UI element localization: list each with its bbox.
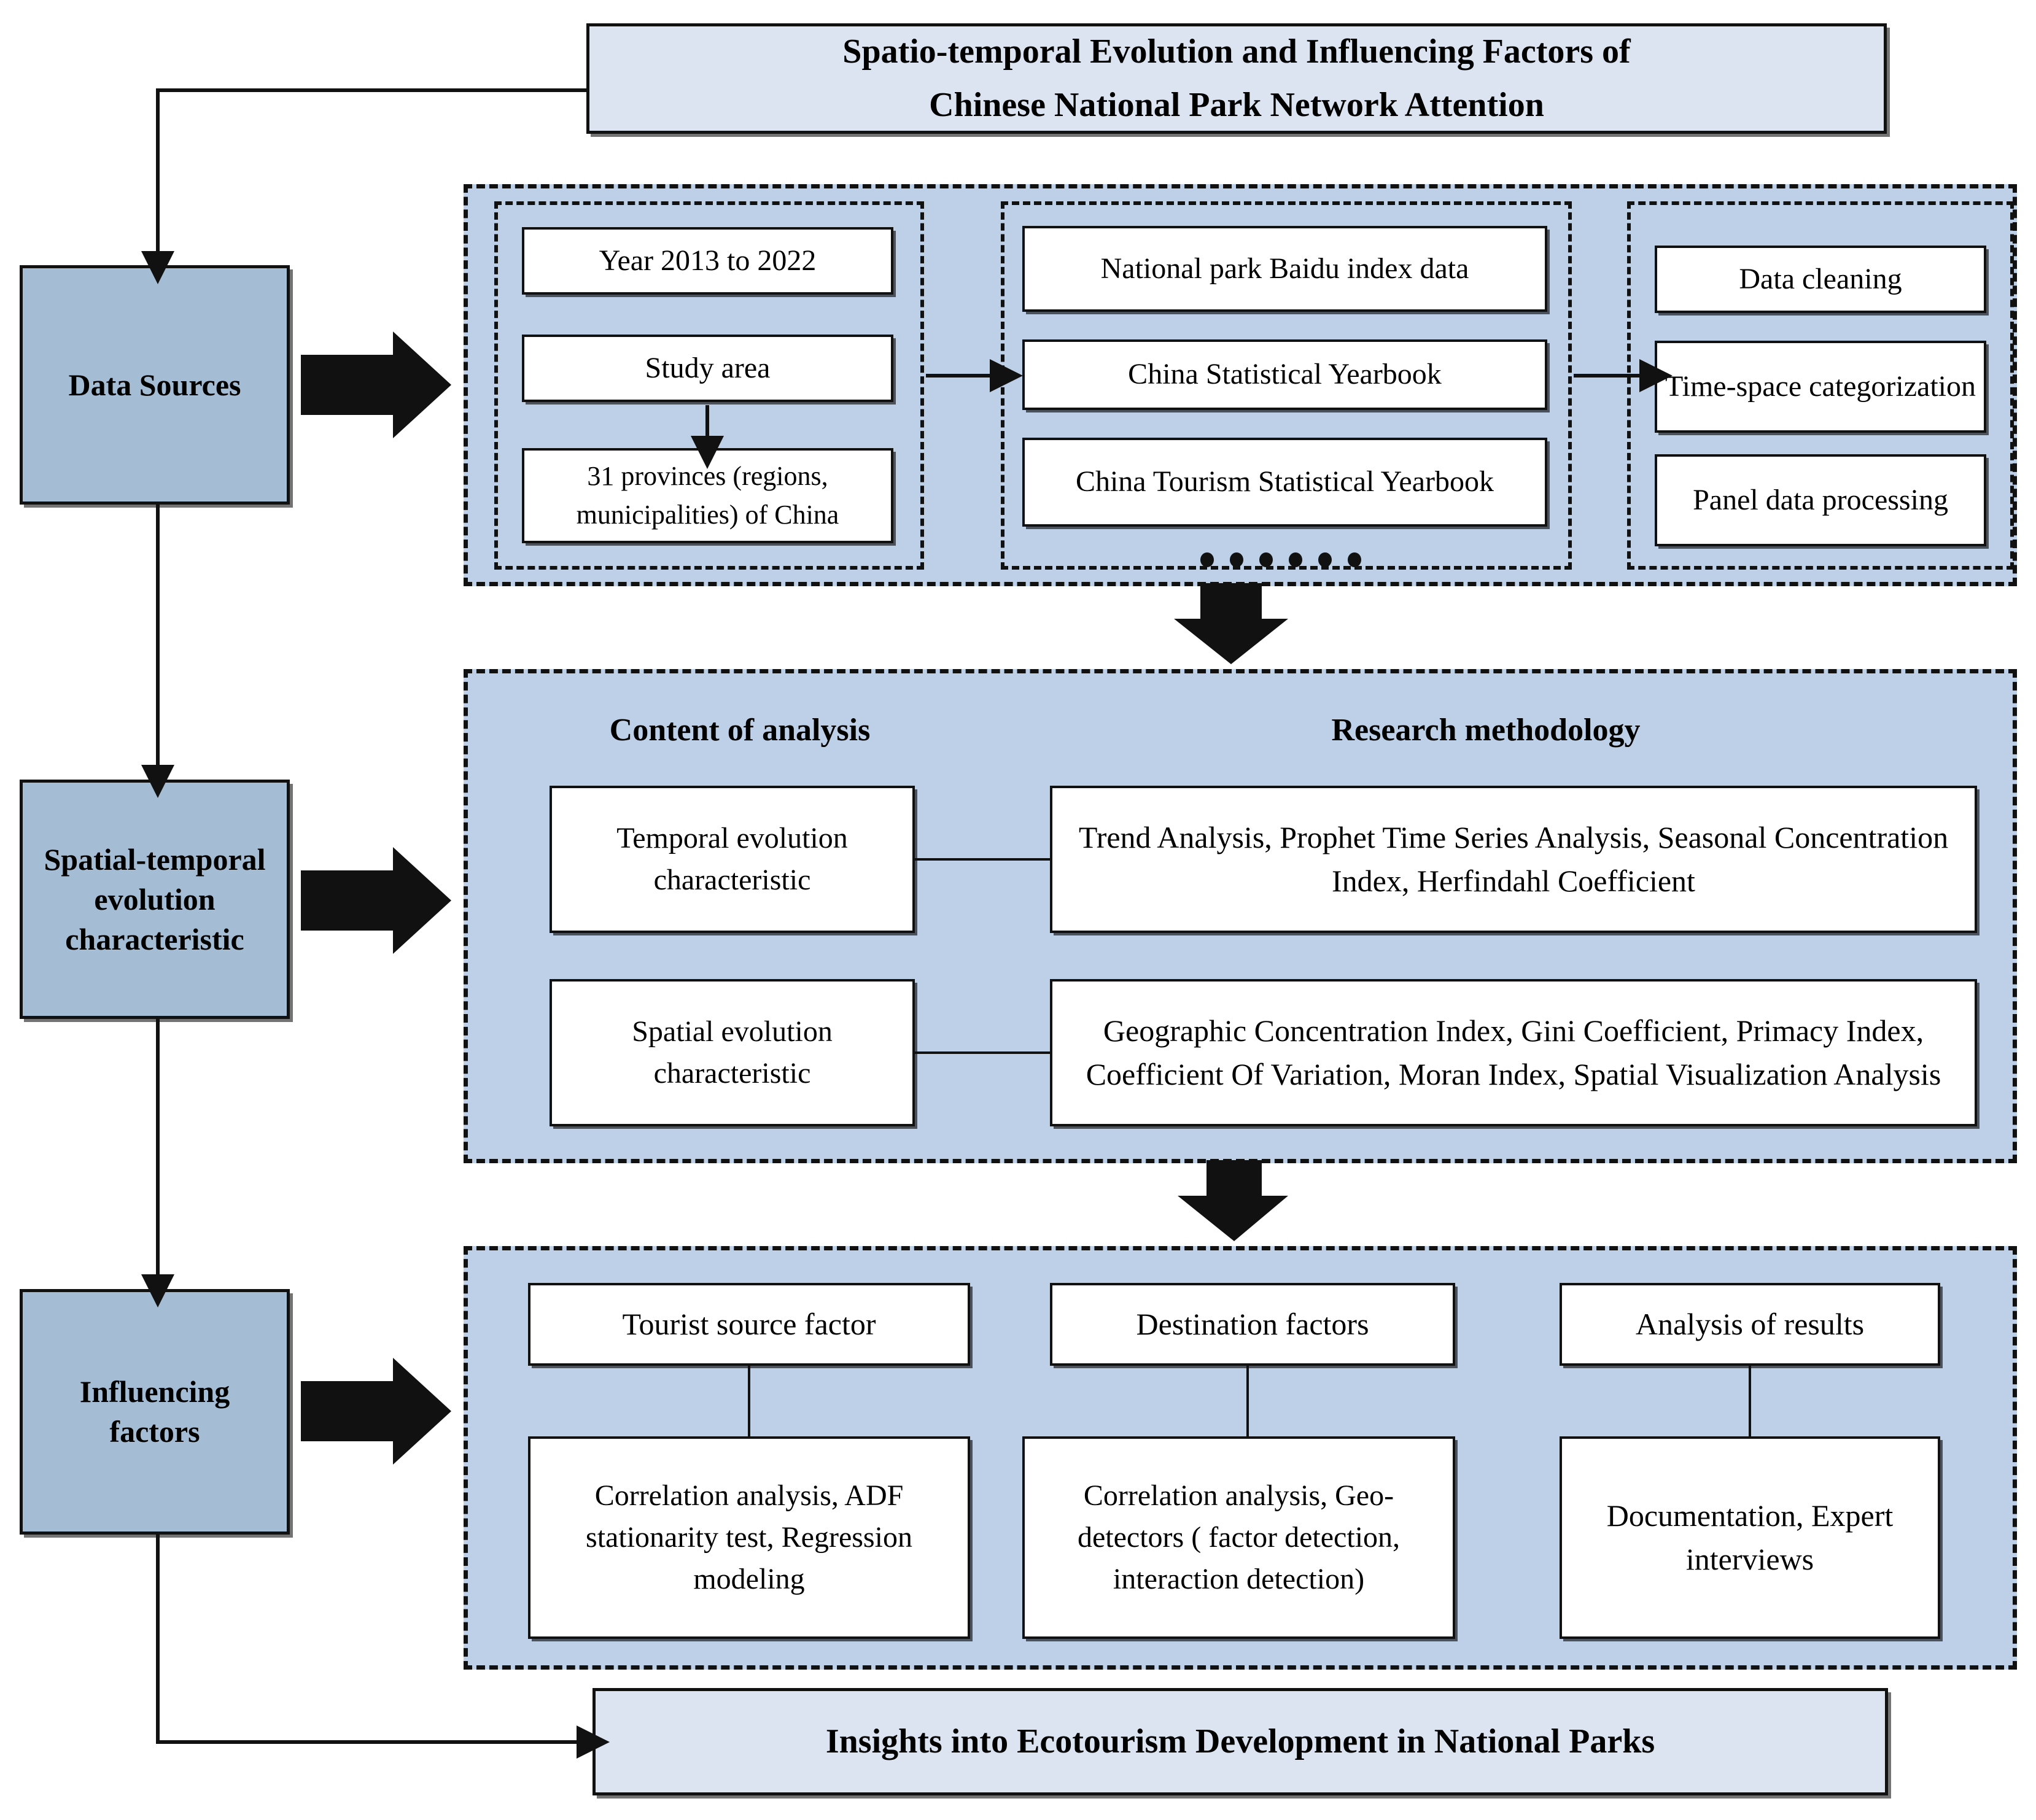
ellipsis-dots [1200,552,1361,567]
box-label: Tourist source factor [622,1307,876,1341]
block-arrow-influencing [301,1358,451,1465]
box-label: Geographic Concentration Index, Gini Coe… [1086,1013,1941,1091]
box-label: National park Baidu index data [1100,252,1469,285]
box-label: China Statistical Yearbook [1128,358,1442,391]
title-line-1: Spatio-temporal Evolution and Influencin… [842,33,1631,71]
box-provinces[interactable]: 31 provinces (regions, municipalities) o… [522,448,893,543]
box-label: China Tourism Statistical Yearbook [1075,465,1494,498]
box-study-area[interactable]: Study area [522,335,893,402]
stage-label-spatial-temporal: Spatial-temporal evolution characteristi… [44,842,266,956]
box-label: Spatial evolution characteristic [632,1015,833,1090]
box-label: Study area [645,351,771,384]
heading-research-methodology: Research methodology [1331,713,1641,748]
box-spatial-methodology[interactable]: Geographic Concentration Index, Gini Coe… [1050,979,1977,1126]
box-label: Year 2013 to 2022 [599,244,817,277]
connector-column-2 [1246,1366,1249,1436]
box-data-cleaning[interactable]: Data cleaning [1655,246,1986,313]
heading-content-of-analysis: Content of analysis [609,713,871,748]
title-banner: Spatio-temporal Evolution and Influencin… [586,23,1887,134]
connector-spatial [915,1051,1051,1054]
box-panel-data-processing[interactable]: Panel data processing [1655,454,1986,546]
section-1-group-3 [1627,201,2014,570]
stage-box-influencing-factors[interactable]: Influencing factors [20,1289,290,1535]
title-line-2: Chinese National Park Network Attention [929,86,1544,124]
box-label: Documentation, Expert interviews [1606,1498,1894,1576]
connector-column-1 [748,1366,750,1436]
box-temporal-methodology[interactable]: Trend Analysis, Prophet Time Series Anal… [1050,786,1977,933]
box-year-range[interactable]: Year 2013 to 2022 [522,227,893,295]
box-china-tourism-statistical-yearbook[interactable]: China Tourism Statistical Yearbook [1022,438,1547,527]
block-arrow-section2-to-section3 [1178,1160,1288,1241]
stage-box-data-sources[interactable]: Data Sources [20,265,290,505]
box-label: 31 provinces (regions, municipalities) o… [576,461,839,530]
box-label: Panel data processing [1693,483,1948,516]
box-label: Correlation analysis, Geo-detectors ( fa… [1077,1479,1401,1596]
connector-column-3 [1749,1366,1751,1436]
box-tourist-source-factor[interactable]: Tourist source factor [528,1283,970,1366]
connector-temporal [915,858,1051,861]
box-china-statistical-yearbook[interactable]: China Statistical Yearbook [1022,339,1547,410]
box-destination-factors[interactable]: Destination factors [1050,1283,1455,1366]
box-temporal-evolution-characteristic[interactable]: Temporal evolution characteristic [550,786,915,933]
box-label: Analysis of results [1635,1307,1865,1341]
box-spatial-evolution-characteristic[interactable]: Spatial evolution characteristic [550,979,915,1126]
box-label: Trend Analysis, Prophet Time Series Anal… [1078,820,1949,898]
box-label: Correlation analysis, ADF stationarity t… [586,1479,912,1596]
block-arrow-spatial-temporal [301,847,451,954]
box-analysis-methods[interactable]: Documentation, Expert interviews [1560,1436,1940,1639]
stage-label-influencing-factors: Influencing factors [79,1374,230,1449]
bottom-banner: Insights into Ecotourism Development in … [593,1688,1888,1795]
block-arrow-section1-to-section2 [1174,583,1288,664]
box-tourist-source-methods[interactable]: Correlation analysis, ADF stationarity t… [528,1436,970,1639]
bottom-banner-label: Insights into Ecotourism Development in … [825,1722,1655,1761]
block-arrow-data-sources [301,331,451,438]
stage-label-data-sources: Data Sources [68,367,241,402]
box-baidu-index-data[interactable]: National park Baidu index data [1022,226,1547,312]
box-label: Data cleaning [1739,262,1902,295]
section-1-group-1 [494,201,924,570]
box-label: Time-space categorization [1665,370,1976,403]
stage-box-spatial-temporal[interactable]: Spatial-temporal evolution characteristi… [20,780,290,1019]
box-analysis-of-results[interactable]: Analysis of results [1560,1283,1940,1366]
box-destination-methods[interactable]: Correlation analysis, Geo-detectors ( fa… [1022,1436,1455,1639]
box-time-space-categorization[interactable]: Time-space categorization [1655,341,1986,433]
box-label: Temporal evolution characteristic [616,821,848,896]
box-label: Destination factors [1136,1307,1369,1341]
